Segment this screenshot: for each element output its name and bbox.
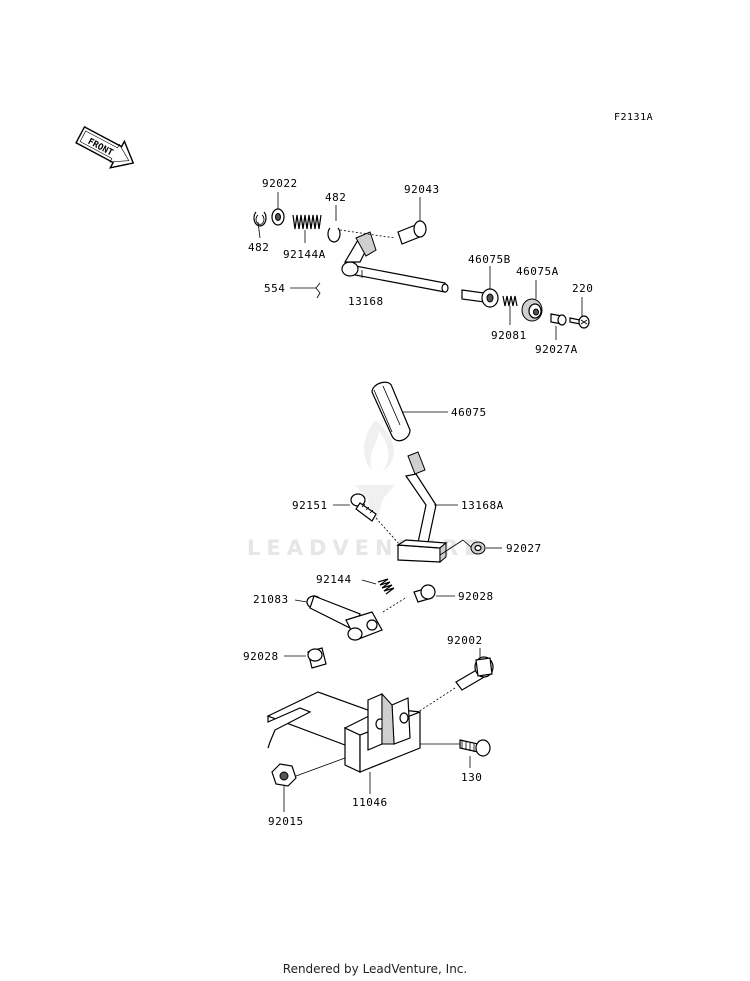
part-482-clip-left — [253, 211, 267, 227]
part-92144-spring — [377, 578, 395, 595]
label-92027: 92027 — [506, 542, 542, 555]
label-46075b: 46075B — [468, 253, 511, 266]
label-92081: 92081 — [491, 329, 527, 342]
label-92028-top: 92028 — [458, 590, 494, 603]
diagram-code: F2131A — [614, 112, 654, 123]
top-leader-lines — [257, 192, 583, 340]
footer-credit: Rendered by LeadVenture, Inc. — [282, 962, 468, 976]
part-92022-washer — [271, 208, 285, 226]
part-13168-shift-shaft — [341, 231, 449, 293]
label-11046: 11046 — [352, 796, 388, 809]
part-92151-bolt — [350, 493, 401, 546]
label-92028-bottom: 92028 — [243, 650, 279, 663]
label-92043: 92043 — [404, 183, 440, 196]
label-130: 130 — [461, 771, 482, 784]
label-220: 220 — [572, 282, 593, 295]
label-482-left: 482 — [248, 241, 269, 254]
part-92028-bushing-top — [413, 584, 436, 603]
label-92015: 92015 — [268, 815, 304, 828]
label-92144a: 92144A — [283, 248, 326, 261]
part-46075b-rod-end — [461, 288, 499, 308]
part-92027-collar — [470, 541, 486, 555]
part-92027a-collar — [550, 313, 567, 326]
label-13168a: 13168A — [461, 499, 504, 512]
label-92022: 92022 — [262, 177, 298, 190]
part-46075a-collar — [521, 298, 543, 322]
bottom-leader-lines — [283, 648, 481, 812]
label-46075: 46075 — [451, 406, 487, 419]
part-130-bolt — [459, 739, 491, 757]
label-13168: 13168 — [348, 295, 384, 308]
label-92002: 92002 — [447, 634, 483, 647]
part-92015-nut — [271, 763, 297, 787]
label-482-right: 482 — [325, 191, 346, 204]
label-554: 554 — [264, 282, 285, 295]
part-21083-link — [306, 595, 408, 641]
front-arrow-icon: FRONT — [75, 125, 135, 169]
label-92027a: 92027A — [535, 343, 578, 356]
label-92144: 92144 — [316, 573, 352, 586]
label-21083: 21083 — [253, 593, 289, 606]
label-92151: 92151 — [292, 499, 328, 512]
part-92002-bolt — [417, 656, 494, 713]
middle-leader-lines — [284, 411, 502, 657]
part-92144a-spring — [292, 214, 322, 230]
label-46075a: 46075A — [516, 265, 559, 278]
part-11046-bracket — [266, 691, 421, 773]
part-92028-bushing-bottom — [307, 647, 327, 669]
part-92081-spring — [502, 295, 518, 307]
part-554-cotter — [315, 282, 321, 299]
part-482-clip-right — [327, 227, 341, 243]
part-46075-knob — [371, 381, 411, 442]
part-92043-pin — [397, 220, 427, 245]
part-220-screw — [569, 315, 590, 329]
